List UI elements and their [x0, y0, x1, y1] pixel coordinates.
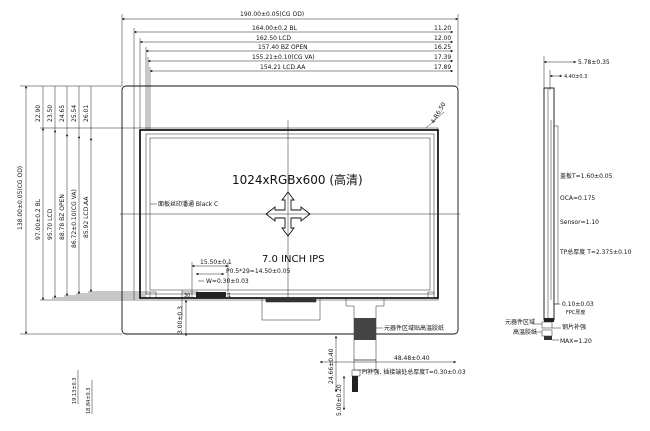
fpc-components-note: 元器件区域贴高温胶纸 [384, 324, 444, 332]
dim-r5: 17.89 [434, 64, 451, 71]
fpc-length: 48.48±0.40 [394, 355, 430, 362]
side-components: 元器件区域 [505, 318, 535, 326]
side-cover: 盖板T=1.60±0.05 [560, 172, 613, 180]
dim-r1: 11.20 [434, 25, 451, 32]
pin-label-1: 1 [228, 293, 231, 299]
dim-v4: 25.54 [71, 105, 78, 122]
module-front-view: 4-R6.50 [120, 85, 460, 335]
side-steel: 钢片补强 [562, 323, 586, 331]
dim-r4: 17.39 [434, 54, 451, 61]
connector-pins [196, 292, 226, 298]
side-total-thickness: 5.78±0.35 [578, 59, 610, 66]
fpc-dim-1: 15.50±0.1 [200, 259, 232, 266]
side-fpc-thickness: 0.10±0.03 [562, 301, 594, 308]
pin-label-30: 30 [184, 293, 190, 299]
dim-v2: 23.50 [47, 105, 54, 122]
side-small-thickness: 4.40±0.3 [564, 74, 587, 80]
dim-h-cg-va: 86.72±0.10(CG VA) [71, 189, 78, 248]
dim-v5: 26.01 [83, 105, 90, 122]
dim-h-lcd-aa: 85.92 LCD.AA [83, 196, 90, 238]
side-fpc-label: FPC厚度 [566, 309, 585, 316]
side-oca: OCA=0.175 [560, 195, 595, 202]
side-sensor: Sensor=1.10 [560, 219, 599, 226]
dim-cg-od: 190.00±0.05(CG OD) [240, 11, 304, 18]
fpc-vlen: 24.66±0.40 [328, 348, 335, 384]
silk-note: 面板丝印潘通 Black C [158, 200, 218, 208]
fpc-dim-2: P0.5*29=14.50±0.05 [226, 268, 291, 275]
dim-v1: 22.90 [35, 105, 42, 122]
fpc-dim-3: W=0.30±0.03 [206, 278, 249, 285]
dim-v3: 24.65 [59, 105, 66, 122]
resolution-label: 1024xRGBx600 (高清) [232, 172, 363, 187]
fpc-pi-note: PI补强, 插接端处总厚度T=0.30±0.03 [362, 368, 466, 376]
dim-r2: 12.00 [434, 35, 451, 42]
fpc-tail: 5.00±0.20 [336, 384, 343, 416]
product-label: 7.0 INCH IPS [262, 254, 325, 265]
bottom-tag-2: 18.84±0.3 [86, 388, 92, 414]
dim-h-lcd: 95.70 LCD [47, 208, 54, 240]
dim-r3: 16.25 [434, 44, 451, 51]
dim-lcd: 162.50 LCD [256, 35, 291, 42]
bottom-tag-1: 19.13±0.3 [72, 378, 78, 404]
dim-bl: 164.00±0.2 BL [252, 25, 298, 32]
side-view: 5.78±0.35 4.40±0.3 盖板T=1.60±0.05 OCA=0.1… [505, 56, 632, 345]
dim-h-bz-open: 88.78 BZ OPEN [59, 194, 66, 240]
dim-bz-open: 157.40 BZ OPEN [258, 44, 308, 51]
left-dimensions: 138.00±0.05(CG OD) 97.00±0.2 BL 95.70 LC… [17, 85, 150, 335]
fpc-dim-4: 3.00±0.3 [177, 306, 184, 334]
side-tp-total: TP总厚度 T=2.375±0.10 [559, 248, 632, 256]
side-max: MAX=1.20 [560, 338, 592, 345]
corner-radius: 4-R6.50 [430, 101, 448, 125]
dim-lcd-aa: 154.21 LCD.AA [260, 64, 306, 71]
top-dimensions: 190.00±0.05(CG OD) 164.00±0.2 BL 162.50 … [121, 11, 459, 130]
side-tape: 高温胶纸 [513, 328, 537, 336]
fpc-area: 15.50±0.1 P0.5*29=14.50±0.05 W=0.30±0.03… [177, 259, 466, 416]
dim-h-bl: 97.00±0.2 BL [35, 198, 42, 240]
dim-cg-va: 155.21±0.10(CG VA) [252, 54, 315, 61]
dim-h-cg-od: 138.00±0.05(CG OD) [17, 166, 24, 230]
orientation-arrows-icon [265, 191, 311, 237]
